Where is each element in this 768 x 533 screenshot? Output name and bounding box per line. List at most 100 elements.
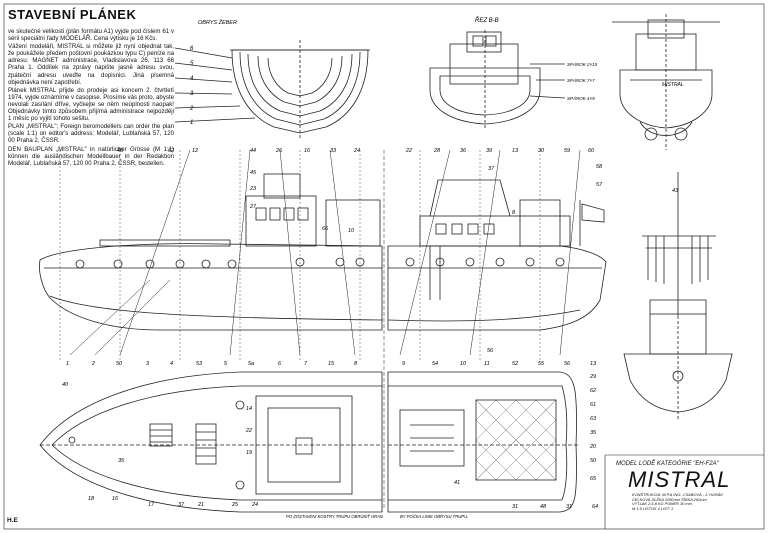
part-number: 37 <box>488 166 495 172</box>
side-profile-left <box>39 149 383 360</box>
model-category-line: MODEL LODĚ KATEGÓRIE "EH-F2A" <box>616 461 719 467</box>
author-initials: H.E <box>7 517 18 524</box>
part-number: 16 <box>304 148 311 154</box>
part-number: 65 <box>590 476 597 482</box>
frame-number: 2 <box>189 106 194 112</box>
part-number: 24 <box>353 148 360 154</box>
deck-plan-right <box>387 371 580 513</box>
callout-label: SPÁROK 7×7 <box>567 77 595 83</box>
part-number: 2 <box>91 361 95 367</box>
part-number: 50 <box>590 458 597 464</box>
part-number: 64 <box>592 504 598 510</box>
credits-line: M 1:5 LISTOK 4 LIST: 1 <box>632 505 674 511</box>
intro-paragraph: Vážení modeláři, MISTRAL si můžete již n… <box>8 43 174 86</box>
part-number: 17 <box>148 502 155 508</box>
part-number: 54 <box>432 361 438 367</box>
part-number: 13 <box>590 361 597 367</box>
part-number: 4 <box>170 361 173 367</box>
part-number: 31 <box>566 504 572 510</box>
bottom-part-number-group: 1 2 50 3 4 53 5 5a 6 7 15 8 9 54 10 11 5… <box>66 361 597 367</box>
part-number: 40 <box>62 382 69 388</box>
part-number: 29 <box>589 374 596 380</box>
part-number: 48 <box>540 504 547 510</box>
frame-outline-drawing <box>174 40 370 140</box>
part-number: 56 <box>487 348 494 354</box>
part-number: 35 <box>590 430 597 436</box>
credits-line: VÝTLAK 2,5-6 KG POMER 30 mm <box>632 501 692 507</box>
part-number: 63 <box>590 416 597 422</box>
intro-paragraph: ve skutečné velikosti (plán formátu A1) … <box>8 28 174 43</box>
top-part-number-group: 46 62 12 44 26 16 33 24 22 28 36 39 13 3… <box>117 148 603 170</box>
part-number: 41 <box>454 480 460 486</box>
part-number: 59 <box>564 148 570 154</box>
part-number: 8 <box>354 361 358 367</box>
part-number: 62 <box>590 388 596 394</box>
part-number: 25 <box>231 502 239 508</box>
part-number: 39 <box>486 148 492 154</box>
part-number: 15 <box>328 361 335 367</box>
credits-block: KONŠTRUKCIA: M.P.& ING. J.SABOVÁ - J. HO… <box>632 492 762 511</box>
intro-paragraph: PLAN „MISTRAL"; Foreign beromodellers ca… <box>8 123 174 145</box>
deck-plan-left <box>39 371 383 513</box>
part-number: 11 <box>484 361 490 367</box>
part-number: 7 <box>304 361 308 367</box>
part-number: 3 <box>146 361 150 367</box>
part-number: 57 <box>596 182 603 188</box>
credits-line: KONŠTRUKCIA: M.P.& ING. J.SABOVÁ - J. HO… <box>632 492 723 497</box>
frame-number: 5 <box>190 61 194 67</box>
part-number: 12 <box>192 148 198 154</box>
intro-paragraph: DEN BAUPLAN „MISTRAL" in natürlicher Grö… <box>8 145 174 167</box>
part-number: 33 <box>330 148 337 154</box>
part-number: 30 <box>538 148 545 154</box>
frames-label: OBRYS ŽEBER <box>198 18 237 26</box>
frame-number: 6 <box>190 46 194 52</box>
part-number: 27 <box>249 204 257 210</box>
part-number: 35 <box>118 458 125 464</box>
part-number: 55 <box>538 361 545 367</box>
part-number: 31 <box>512 504 518 510</box>
section-bb-drawing <box>429 30 566 130</box>
part-number: 10 <box>348 228 355 234</box>
plan-part-number-group: 40 18 16 35 17 37 21 25 24 14 22 19 31 4… <box>62 374 598 510</box>
frame-number: 4 <box>190 76 194 82</box>
ship-name: MISTRAL <box>628 467 731 492</box>
front-view-drawing <box>612 14 720 150</box>
part-number: 28 <box>433 148 441 154</box>
part-number: 56 <box>564 361 571 367</box>
part-number: 66 <box>322 226 329 232</box>
part-number: 10 <box>460 361 467 367</box>
profile-note-a: PO ZOSTAVENÍ KOSTRY TRUPU OBRÚSIŤ HRAN <box>286 514 384 519</box>
intro-text: ve skutečné velikosti (plán formátu A1) … <box>8 28 174 168</box>
part-number: 43 <box>672 188 679 194</box>
part-number: 18 <box>88 496 95 502</box>
part-number: 61 <box>590 402 596 408</box>
side-profile-right <box>383 149 607 510</box>
plan-title: STAVEBNÍ PLÁNEK <box>8 7 137 22</box>
part-number: 6 <box>278 361 282 367</box>
part-number: 21 <box>197 502 204 508</box>
part-number: 58 <box>596 164 603 170</box>
part-number: 62 <box>168 148 174 154</box>
part-number: 5 <box>224 361 228 367</box>
part-number: 53 <box>196 361 203 367</box>
part-number: 22 <box>245 428 252 434</box>
profile-note-b: BY POČKA LINIE OBRYSU TRUPU. <box>400 514 468 519</box>
part-number: 60 <box>588 148 595 154</box>
bow-name-label: MISTRAL <box>662 82 684 88</box>
part-number: 14 <box>246 406 252 412</box>
frame-number-group: 6 5 4 3 2 1 <box>189 46 194 126</box>
part-number: 46 <box>117 148 124 154</box>
part-number: 5a <box>248 361 254 367</box>
part-number: 8 <box>512 210 516 216</box>
callout-label: SPÁROK 2×15 <box>567 61 598 67</box>
mid-part-number-group: 45 23 27 66 10 37 8 57 43 56 <box>249 166 679 354</box>
part-number: 50 <box>116 361 123 367</box>
callout-label: SPÁROK 4×9 <box>567 95 595 101</box>
part-number: 20 <box>589 444 597 450</box>
part-number: 45 <box>250 170 257 176</box>
part-number: 26 <box>275 148 283 154</box>
credits-line: CELKOVÁ DĹŽKA 1050mm ŠÍRKA 262mm <box>632 496 707 502</box>
part-number: 9 <box>402 361 405 367</box>
part-number: 52 <box>512 361 518 367</box>
